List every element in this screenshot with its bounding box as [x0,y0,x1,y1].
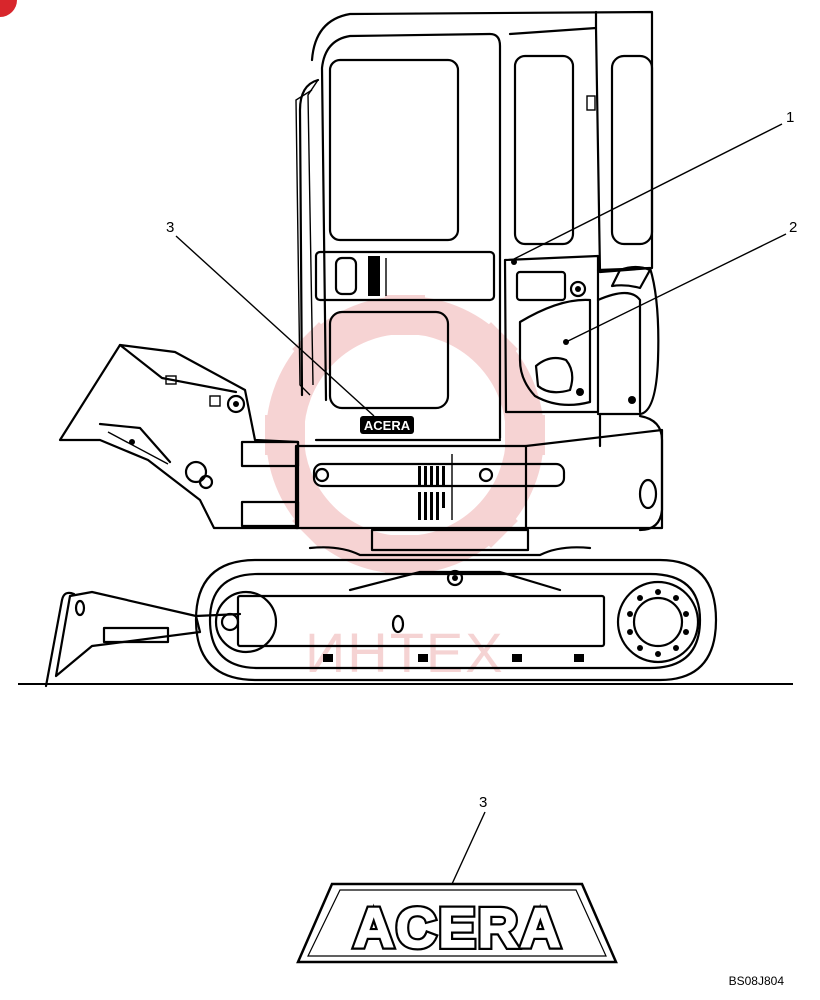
callout-label-3-bottom: 3 [479,794,487,811]
callout-2: 2 [565,219,797,343]
callout-3-bottom: 3 [451,794,487,885]
small-decal-text: ACERA [364,418,411,433]
large-acera-decal: ACERA ACERA [296,882,618,964]
excavator-drawing: ACERA [18,10,793,688]
watermark-text: ИНТЕХ [305,621,505,684]
large-decal-text-inner: ACERA [353,896,562,959]
large-decal-text: ACERA [353,896,562,959]
small-acera-decal: ACERA [360,416,414,434]
callout-label-2: 2 [789,219,797,236]
drawing-code: BS08J804 [728,974,784,988]
watermark-gear-icon [265,295,545,575]
callout-label-3-top: 3 [166,219,174,236]
corner-badge-icon [0,0,17,17]
callout-3-top: 3 [166,219,375,417]
callout-1: 1 [511,109,794,261]
callout-label-1: 1 [786,109,794,126]
